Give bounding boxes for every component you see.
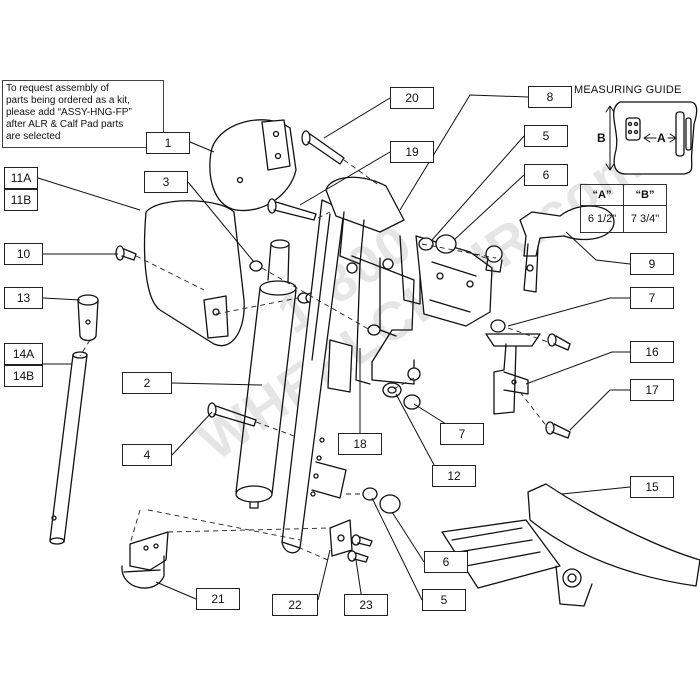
note-line: parts being ordered as a kit, bbox=[6, 95, 130, 106]
callout-11a[interactable]: 11A bbox=[4, 167, 38, 189]
nut-part-5-bottom bbox=[362, 487, 378, 501]
callout-10[interactable]: 10 bbox=[4, 243, 43, 265]
callout-13[interactable]: 13 bbox=[4, 287, 43, 309]
bracket-part-16 bbox=[485, 333, 541, 415]
callout-11b[interactable]: 11B bbox=[4, 189, 38, 211]
callout-4[interactable]: 4 bbox=[122, 444, 172, 466]
callout-9[interactable]: 9 bbox=[630, 253, 674, 275]
callout-3[interactable]: 3 bbox=[144, 171, 188, 193]
clamp-part-21 bbox=[121, 531, 169, 589]
hinge-bracket bbox=[311, 339, 353, 499]
nut-part-3 bbox=[249, 260, 263, 272]
dimension-a-label: A bbox=[657, 131, 666, 145]
callout-19[interactable]: 19 bbox=[390, 141, 434, 163]
note-line: after ALR & Calf Pad parts bbox=[6, 119, 124, 130]
measuring-guide-arrows bbox=[605, 105, 677, 171]
callout-16[interactable]: 16 bbox=[630, 341, 674, 363]
callout-8[interactable]: 8 bbox=[528, 86, 572, 108]
callout-2[interactable]: 2 bbox=[122, 372, 172, 394]
nut-part-7-top bbox=[490, 319, 506, 333]
callout-15[interactable]: 15 bbox=[630, 476, 674, 498]
assembly-guide-lines bbox=[79, 159, 549, 561]
screw-part-17 bbox=[545, 421, 571, 439]
calf-plate-part bbox=[143, 200, 245, 347]
plate-part-22 bbox=[329, 519, 353, 557]
callout-18[interactable]: 18 bbox=[338, 433, 382, 455]
dimension-b-label: B bbox=[597, 131, 606, 145]
bolt-part-20 bbox=[301, 130, 345, 165]
callout-14b[interactable]: 14B bbox=[4, 365, 43, 387]
note-line: please add “ASSY-HNG-FP” bbox=[6, 107, 132, 118]
note-line: are selected bbox=[6, 131, 61, 142]
guide-value-a: 6 1/2" bbox=[580, 205, 624, 233]
guide-value-b: 7 3/4" bbox=[623, 205, 667, 233]
bolt-part-19 bbox=[267, 198, 317, 221]
callout-7-top[interactable]: 7 bbox=[630, 287, 674, 309]
note-line: To request assembly of bbox=[6, 83, 109, 94]
callout-6-bottom[interactable]: 6 bbox=[424, 551, 468, 573]
callout-17[interactable]: 17 bbox=[630, 379, 674, 401]
callout-23[interactable]: 23 bbox=[344, 594, 388, 616]
cap-part-13 bbox=[77, 294, 99, 342]
guide-header-a: “A” bbox=[580, 184, 624, 206]
callout-12[interactable]: 12 bbox=[432, 465, 476, 487]
washer-part-12 bbox=[382, 382, 402, 398]
nut-part-18 bbox=[367, 324, 381, 336]
callout-22[interactable]: 22 bbox=[272, 594, 318, 616]
knob bbox=[485, 245, 503, 273]
callout-14a[interactable]: 14A bbox=[4, 343, 43, 365]
nut-part-5-top bbox=[418, 237, 434, 251]
cap-part-6-bottom bbox=[379, 494, 401, 514]
assembly-note: To request assembly of parts being order… bbox=[2, 80, 164, 148]
footplate-part-15 bbox=[441, 483, 700, 607]
calf-pad-part bbox=[209, 119, 297, 212]
callout-5-top[interactable]: 5 bbox=[524, 125, 568, 147]
nut-part-7-bottom bbox=[403, 394, 421, 410]
screw-part-16-side bbox=[547, 333, 571, 351]
callout-20[interactable]: 20 bbox=[390, 87, 434, 109]
screw-part-10 bbox=[115, 245, 137, 261]
callout-7-bottom[interactable]: 7 bbox=[440, 423, 484, 445]
cap-part-6-top bbox=[435, 234, 457, 254]
tube-part-14 bbox=[49, 351, 88, 545]
callout-1[interactable]: 1 bbox=[146, 132, 190, 154]
bolt-part-4 bbox=[207, 402, 257, 427]
callout-21[interactable]: 21 bbox=[196, 588, 240, 610]
callout-6-top[interactable]: 6 bbox=[524, 164, 568, 186]
hinge-assembly-part-8 bbox=[325, 176, 493, 385]
guide-header-b: “B” bbox=[623, 184, 667, 206]
screw-part-23 bbox=[347, 534, 373, 563]
measuring-guide-table: “A” “B” 6 1/2" 7 3/4" bbox=[580, 184, 667, 233]
measuring-guide-title: MEASURING GUIDE bbox=[574, 84, 682, 96]
callout-5-bottom[interactable]: 5 bbox=[422, 589, 466, 611]
